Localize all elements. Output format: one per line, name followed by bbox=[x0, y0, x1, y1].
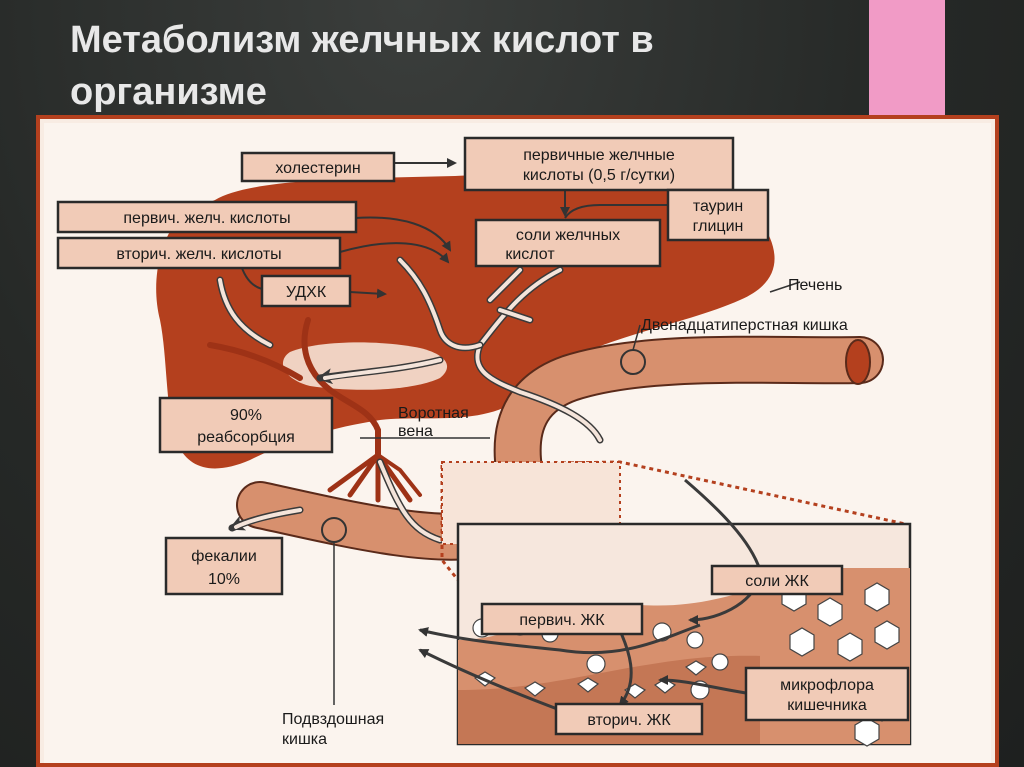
label-bile-salts-short: соли ЖК bbox=[745, 573, 809, 590]
box-bile-salts-short: соли ЖК bbox=[710, 564, 844, 596]
box-microflora: микрофлора кишечника bbox=[744, 666, 910, 722]
label-feces-2: 10% bbox=[208, 571, 240, 588]
label-duodenum: Двенадцатиперстная кишка bbox=[641, 317, 848, 334]
label-glycine: глицин bbox=[693, 218, 744, 235]
label-portal-2: вена bbox=[398, 423, 433, 440]
label-primary-acids-1: первичные желчные bbox=[523, 147, 675, 164]
box-feces: фекалии 10% bbox=[164, 536, 284, 596]
box-bile-salts: соли желчных кислот bbox=[474, 218, 662, 268]
label-cholesterol: холестерин bbox=[275, 160, 360, 177]
label-udca: УДХК bbox=[286, 284, 327, 301]
box-primary-bile: первич. ЖК bbox=[480, 602, 644, 636]
box-primary-short: первич. желч. кислоты bbox=[56, 200, 358, 234]
accent-block bbox=[869, 0, 945, 118]
label-reabsorption-1: 90% bbox=[230, 407, 262, 424]
label-primary-short: первич. желч. кислоты bbox=[123, 210, 290, 227]
label-microflora-1: микрофлора bbox=[780, 677, 874, 694]
label-ileum-1: Подвздошная bbox=[282, 711, 384, 728]
label-bile-salts-1: соли желчных bbox=[516, 227, 620, 244]
label-ileum-2: кишка bbox=[282, 731, 327, 748]
label-primary-acids-2: кислоты (0,5 г/сутки) bbox=[523, 167, 675, 184]
label-feces-1: фекалии bbox=[191, 548, 257, 565]
label-liver: Печень bbox=[788, 277, 842, 294]
box-taurine-glycine: таурин глицин bbox=[666, 188, 770, 242]
label-secondary-bile: вторич. ЖК bbox=[587, 712, 671, 729]
box-primary-acids: первичные желчные кислоты (0,5 г/сутки) bbox=[463, 136, 735, 192]
label-bile-salts-2: кислот bbox=[505, 246, 555, 263]
label-reabsorption-2: реабсорбция bbox=[197, 429, 295, 446]
label-microflora-2: кишечника bbox=[787, 697, 867, 714]
slide-title: Метаболизм желчных кислот в организме bbox=[70, 19, 654, 113]
label-secondary-short: вторич. желч. кислоты bbox=[116, 246, 281, 263]
label-portal-1: Воротная bbox=[398, 405, 469, 422]
label-primary-bile: первич. ЖК bbox=[519, 612, 605, 629]
duodenum-leader bbox=[632, 324, 641, 351]
box-reabsorption: 90% реабсорбция bbox=[158, 396, 334, 454]
label-taurine: таурин bbox=[693, 198, 743, 215]
liver-leader bbox=[769, 281, 801, 293]
box-secondary-bile: вторич. ЖК bbox=[554, 702, 704, 736]
box-udca: УДХК bbox=[260, 274, 352, 308]
bile-acid-metabolism-diagram: холестерин первичные желчные кислоты (0,… bbox=[36, 115, 999, 767]
box-cholesterol: холестерин bbox=[240, 151, 396, 183]
box-secondary-short: вторич. желч. кислоты bbox=[56, 236, 342, 270]
bile-ducts bbox=[216, 256, 604, 544]
intestine bbox=[236, 335, 884, 561]
